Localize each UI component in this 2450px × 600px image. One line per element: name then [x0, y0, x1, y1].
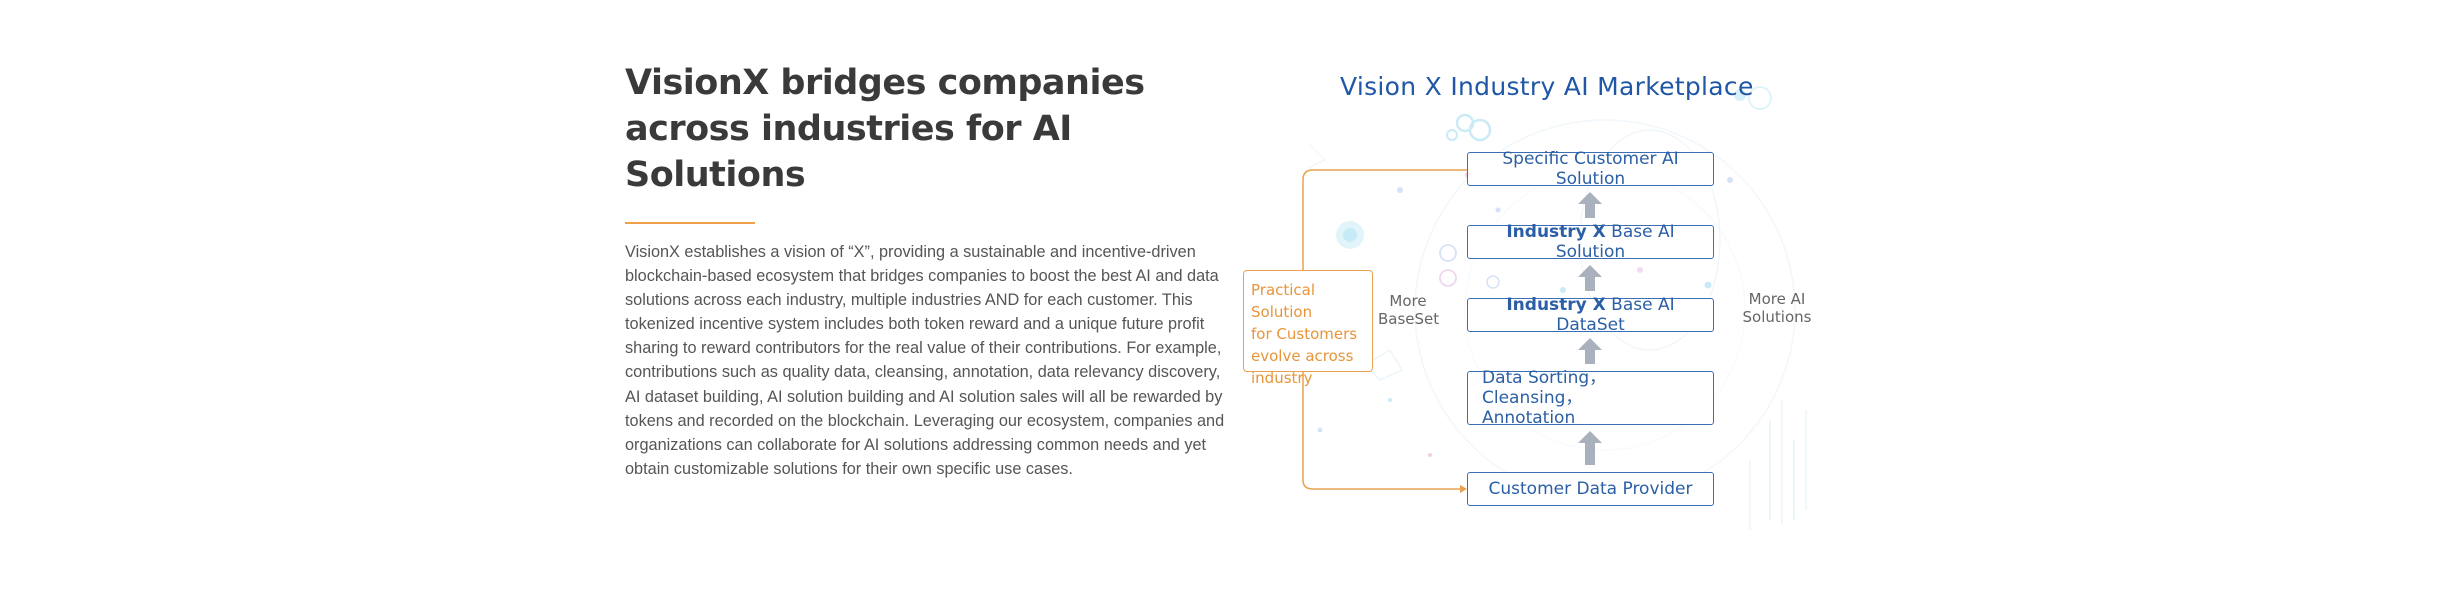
box-label: Data Sorting， Cleansing，Annotation — [1482, 368, 1699, 428]
practical-solution-box: Practical Solution for Customers evolve … — [1243, 270, 1373, 387]
box-label-rest: Base AI DataSet — [1556, 295, 1675, 335]
heading-divider — [625, 222, 755, 224]
more-baseset-label: More BaseSet — [1378, 292, 1440, 328]
industry-base-dataset-box: Industry X Base AI DataSet — [1467, 295, 1714, 335]
box-label: Industry X Base AI Solution — [1482, 222, 1699, 262]
specific-customer-solution-box: Specific Customer AI Solution — [1467, 149, 1714, 189]
up-arrow-icon — [1578, 338, 1602, 364]
more-baseset-line-2: BaseSet — [1378, 310, 1440, 328]
more-baseset-line-1: More — [1389, 292, 1427, 310]
industry-base-solution-box: Industry X Base AI Solution — [1467, 222, 1714, 262]
practical-line-1: Practical Solution — [1251, 281, 1316, 321]
up-arrow-icon — [1578, 192, 1602, 218]
box-label: Specific Customer AI Solution — [1502, 149, 1679, 189]
up-arrow-icon — [1578, 265, 1602, 291]
box-label: Industry X Base AI DataSet — [1482, 295, 1699, 335]
more-ai-solutions-label: More AI Solutions — [1732, 290, 1822, 326]
box-label-rest: Base AI Solution — [1555, 222, 1675, 262]
box-label-bold: Industry X — [1506, 222, 1606, 242]
practical-line-4: industry — [1251, 369, 1313, 387]
more-ai-line-1: More AI — [1748, 290, 1806, 308]
heading-line-2: across industries for AI Solutions — [625, 109, 1072, 195]
intro-paragraph: VisionX establishes a vision of “X”, pro… — [625, 243, 1225, 478]
feedback-connector — [1302, 169, 1467, 493]
box-label-line-2: Annotation — [1482, 408, 1576, 428]
practical-line-3: evolve across — [1251, 347, 1354, 365]
practical-line-2: for Customers — [1251, 325, 1358, 343]
background-decoration — [1307, 86, 1807, 530]
data-sorting-box: Data Sorting， Cleansing，Annotation — [1467, 368, 1714, 428]
diagram-title: Vision X Industry AI Marketplace — [1340, 72, 1754, 101]
up-arrow-icon — [1578, 431, 1602, 465]
more-ai-line-2: Solutions — [1742, 308, 1812, 326]
box-label-line-1: Data Sorting， Cleansing， — [1482, 368, 1607, 408]
heading-line-1: VisionX bridges companies — [625, 63, 1145, 103]
box-label: Customer Data Provider — [1488, 479, 1693, 499]
customer-data-provider-box: Customer Data Provider — [1467, 472, 1714, 506]
marketplace-diagram: Vision X Industry AI Marketplace Specifi… — [1230, 40, 1850, 560]
diagram-graphics — [1302, 86, 1807, 530]
page-heading: VisionX bridges companies across industr… — [625, 60, 1230, 198]
box-label-bold: Industry X — [1506, 295, 1606, 315]
intro-section: VisionX bridges companies across industr… — [625, 60, 1230, 481]
